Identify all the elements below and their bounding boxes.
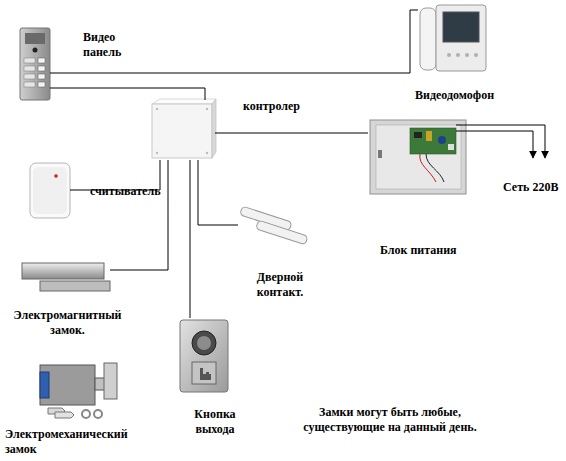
video-panel-body bbox=[20, 28, 50, 100]
device-label: Дверной контакт. bbox=[240, 270, 320, 300]
wire-connector bbox=[190, 160, 191, 318]
hand-icon bbox=[200, 368, 211, 380]
monitor-button bbox=[465, 53, 469, 57]
name-plate bbox=[24, 58, 35, 63]
monitor-button bbox=[447, 53, 451, 57]
monitor-body bbox=[436, 5, 486, 71]
button-plate bbox=[180, 320, 228, 392]
device-label: Электромагнитный замок. bbox=[5, 308, 130, 338]
monitor-screen bbox=[443, 12, 479, 42]
screw bbox=[156, 152, 158, 154]
armature-plate bbox=[40, 281, 110, 291]
speaker-grille bbox=[25, 33, 45, 44]
lock-body bbox=[40, 365, 95, 405]
name-plate bbox=[24, 82, 35, 87]
device-node: Видео панель bbox=[20, 28, 50, 100]
component bbox=[414, 132, 422, 138]
device-node: считыватель bbox=[30, 163, 70, 218]
note-text: Замки могут быть любые, существующие на … bbox=[290, 405, 490, 435]
wire-connector bbox=[110, 160, 168, 270]
component bbox=[426, 131, 432, 141]
mains-label: Сеть 220В bbox=[503, 180, 558, 195]
device-node: Дверной контакт. bbox=[238, 210, 313, 248]
component bbox=[438, 136, 446, 144]
mains-line bbox=[456, 125, 545, 158]
call-button bbox=[38, 66, 45, 71]
name-plate bbox=[24, 66, 35, 71]
controller-side-face bbox=[212, 99, 216, 158]
device-label: считыватель bbox=[90, 184, 161, 199]
reader-face bbox=[33, 167, 67, 214]
device-label: Видео панель bbox=[83, 30, 133, 60]
magnet-bar bbox=[22, 263, 104, 279]
striker-plate bbox=[104, 363, 117, 399]
washer bbox=[82, 410, 90, 418]
component bbox=[448, 144, 454, 150]
camera-lens bbox=[33, 48, 38, 53]
button-center bbox=[197, 336, 211, 350]
lock-cylinder bbox=[40, 372, 49, 398]
wire-connector bbox=[215, 133, 368, 134]
washer bbox=[94, 410, 102, 418]
device-node: Электромагнитный замок. bbox=[22, 263, 110, 293]
wire-connector bbox=[198, 160, 238, 225]
wire-connector bbox=[50, 10, 418, 73]
call-button bbox=[38, 74, 45, 79]
cabinet-body bbox=[370, 120, 466, 194]
cabinet-lock bbox=[378, 150, 382, 158]
device-label: Кнопка выхода bbox=[185, 407, 245, 437]
controller-top-face bbox=[152, 99, 216, 104]
device-label: Блок питания bbox=[380, 243, 457, 258]
screw bbox=[156, 108, 158, 110]
cabinet-wire bbox=[426, 154, 444, 182]
hand-icon-plate bbox=[192, 362, 216, 384]
reader-body bbox=[30, 163, 70, 218]
reed-magnet bbox=[256, 220, 308, 245]
key bbox=[55, 412, 74, 418]
screw bbox=[206, 108, 208, 110]
monitor-button bbox=[456, 53, 460, 57]
screw bbox=[206, 152, 208, 154]
call-button bbox=[38, 58, 45, 63]
monitor-button bbox=[474, 53, 478, 57]
reader-led bbox=[54, 174, 58, 178]
device-node: контролер bbox=[150, 100, 215, 160]
device-label: Электромеханический замок bbox=[5, 427, 155, 457]
wire-connector bbox=[50, 88, 205, 100]
device-node: Видеодомофон bbox=[418, 5, 488, 73]
device-node: Блок питания bbox=[368, 118, 468, 196]
cabinet-inner bbox=[376, 125, 461, 189]
controller-front-face bbox=[152, 104, 212, 158]
device-label: Видеодомофон bbox=[415, 88, 494, 103]
mains-line bbox=[456, 131, 533, 158]
name-plate bbox=[24, 74, 35, 79]
circuit-board bbox=[410, 128, 456, 154]
handset bbox=[420, 8, 436, 70]
button-cap bbox=[192, 331, 216, 355]
device-node: Электромеханический замок bbox=[38, 360, 118, 418]
device-label: контролер bbox=[243, 99, 300, 114]
device-node: Кнопка выхода bbox=[178, 318, 230, 393]
call-button bbox=[38, 82, 45, 87]
